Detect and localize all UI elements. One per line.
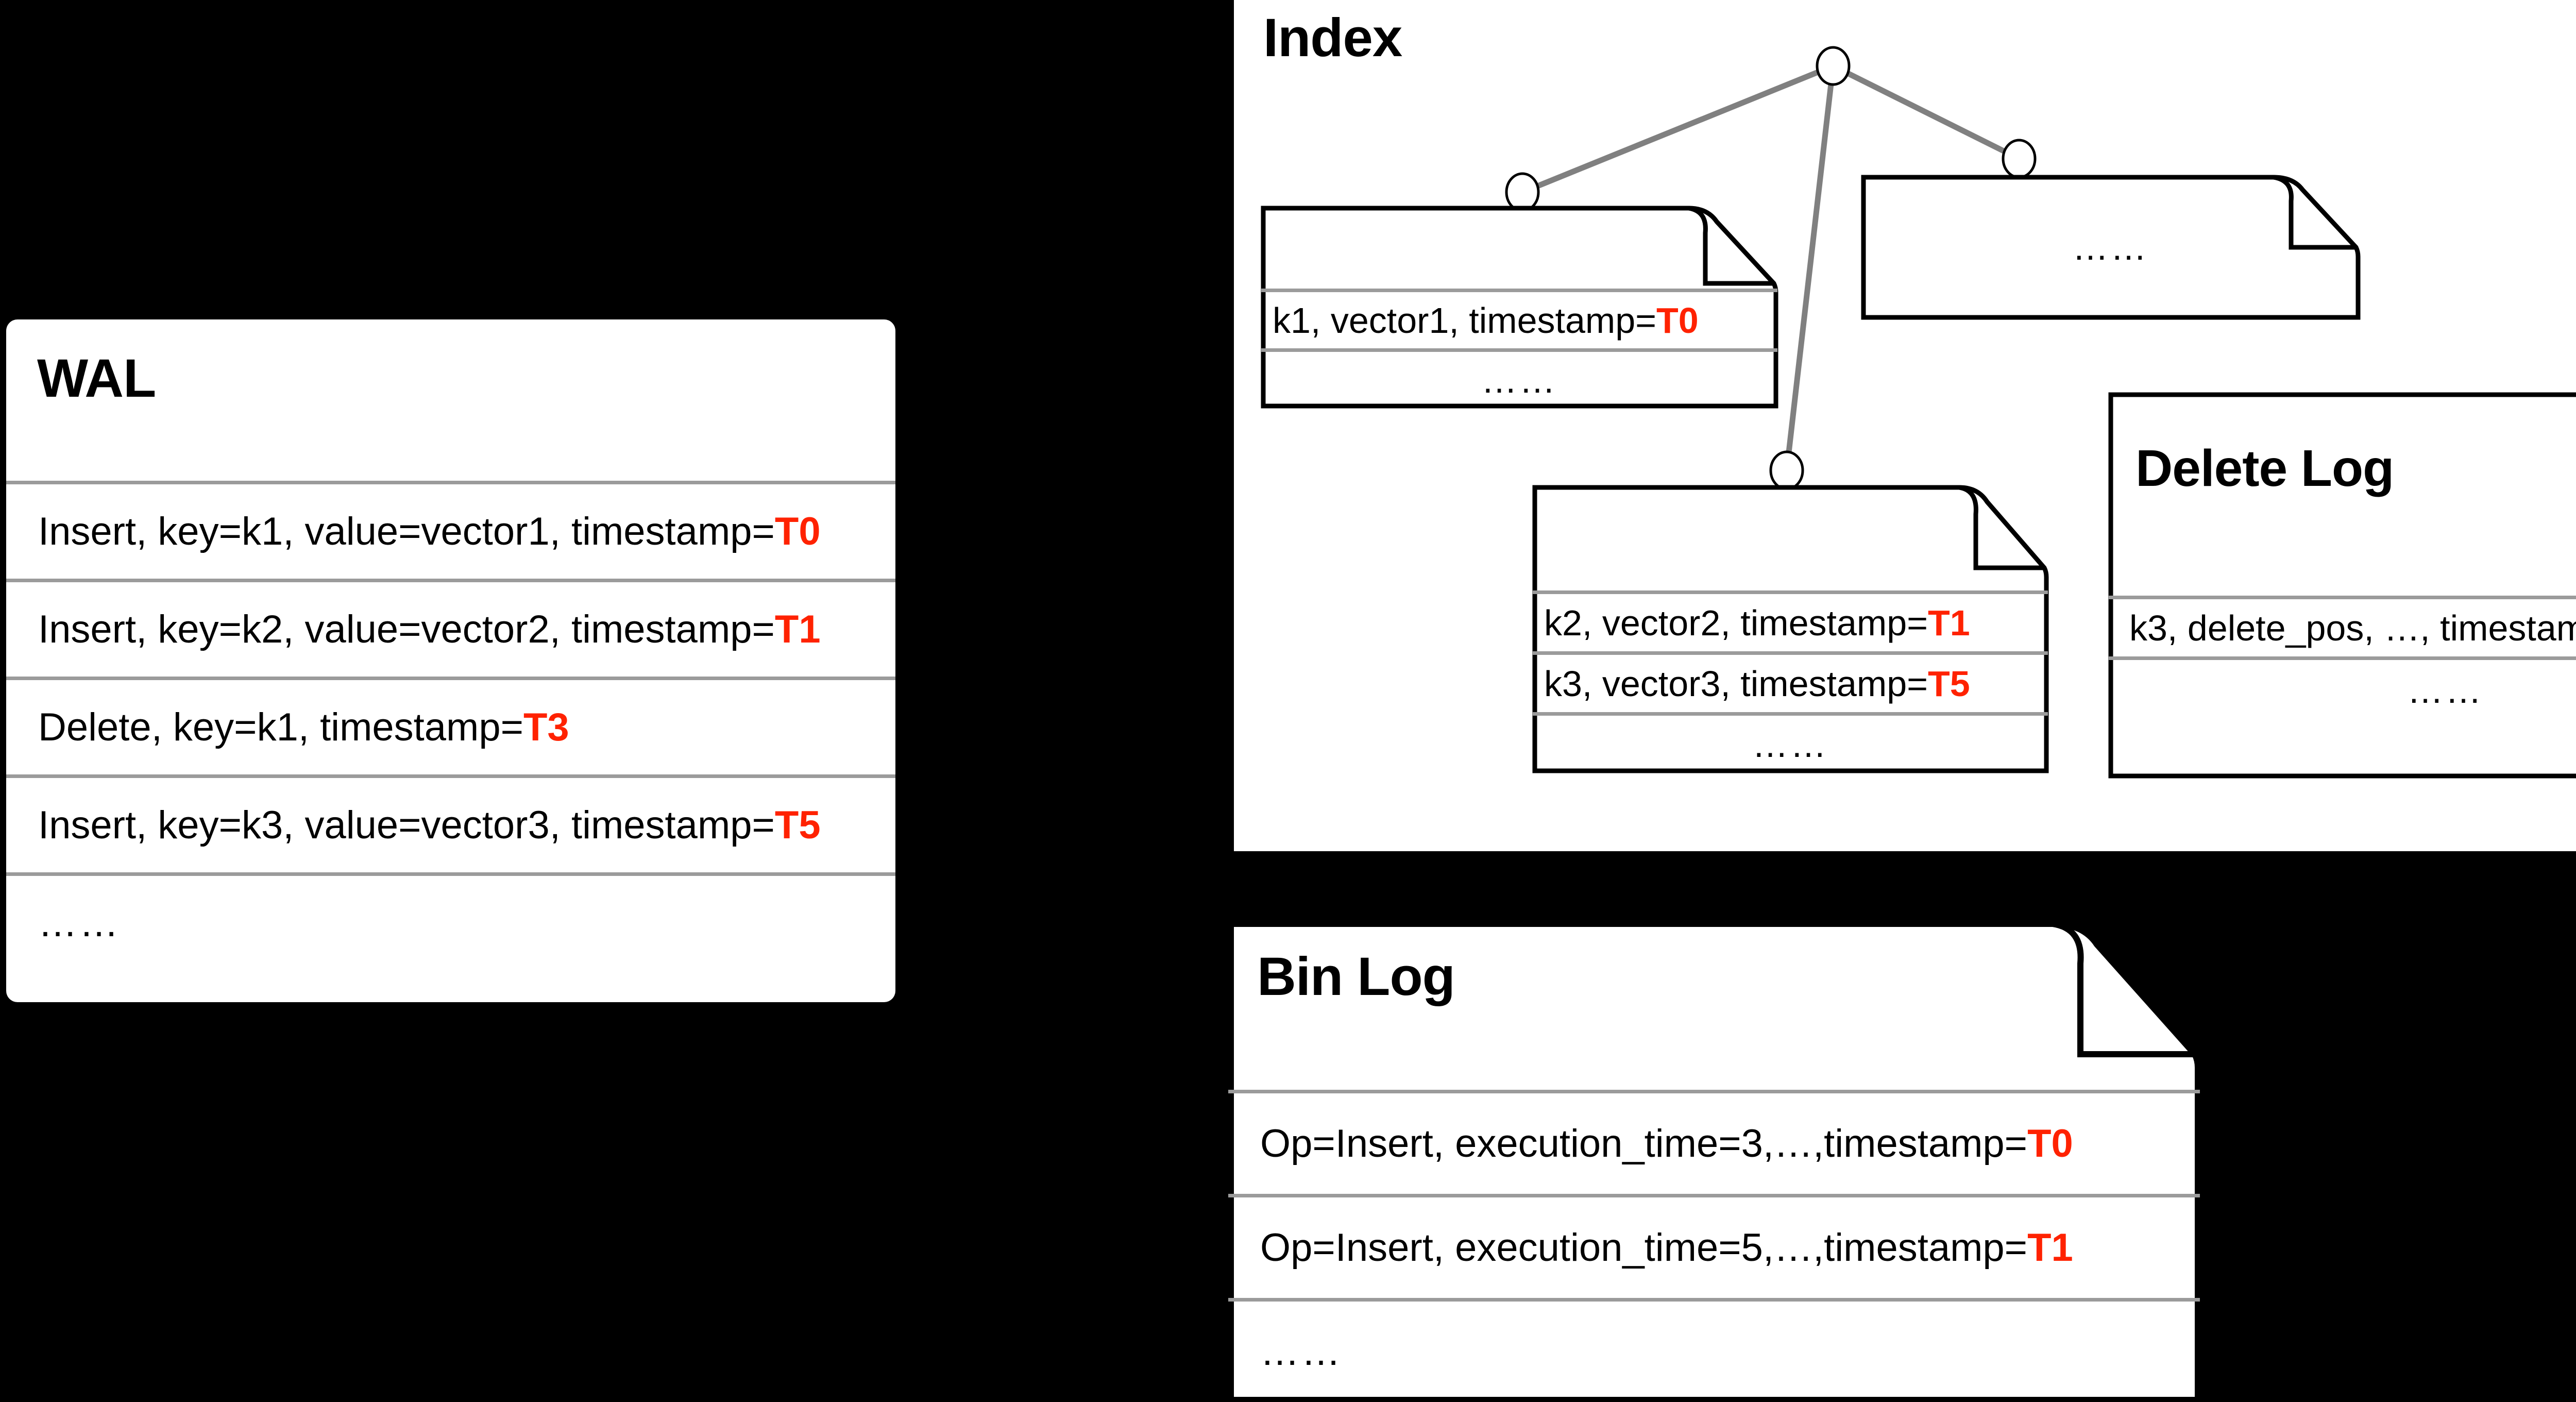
timestamp-value: T0 [2027,1122,2073,1165]
timestamp-value: T5 [774,803,821,847]
card-ellipsis: …… [2072,227,2149,267]
index-card-placeholder[interactable]: …… [1861,175,2361,320]
timestamp-value: T0 [774,510,821,553]
card-row-ellipsis: …… [2407,670,2484,711]
tree-edge-right [1832,63,2021,161]
wal-row-text: Delete, key=k1, timestamp=T3 [38,705,569,749]
index-card-k2-k3[interactable]: k2, vector2, timestamp=T1 k3, vector3, t… [1532,485,2049,773]
wal-row-text: Insert, key=k2, value=vector2, timestamp… [38,607,821,651]
delete-log-title: Delete Log [2136,440,2394,497]
card-row: k3, delete_pos, …, timestamp=T3 [2109,596,2576,656]
bin-log-row: …… [1228,1298,2200,1402]
card-row: k2, vector2, timestamp=T1 [1533,590,2048,651]
bin-log-row-text: Op=Insert, execution_time=5,…,timestamp=… [1260,1226,2073,1270]
index-card-k1[interactable]: k1, vector1, timestamp=T0 …… [1261,206,1778,409]
tree-node-root[interactable] [1816,46,1851,86]
tree-edge-middle [1784,65,1836,471]
bin-log-row: Op=Insert, execution_time=5,…,timestamp=… [1228,1194,2200,1298]
card-row-text: k2, vector2, timestamp=T1 [1544,602,1970,643]
index-title: Index [1263,8,1402,68]
wal-row: Insert, key=k3, value=vector3, timestamp… [6,774,895,872]
card-row-ellipsis: …… [1752,724,1828,765]
card-row: k3, vector3, timestamp=T5 [1533,651,2048,712]
card-row: k1, vector1, timestamp=T0 [1261,289,1777,348]
card-row-text: k3, vector3, timestamp=T5 [1544,663,1970,704]
timestamp-value: T0 [1656,300,1699,341]
timestamp-value: T1 [2027,1226,2073,1270]
tree-node-left-child[interactable] [1505,172,1540,212]
card-row: …… [1533,712,2048,773]
card-outline [1228,921,2201,1402]
bin-log-row-text: Op=Insert, execution_time=3,…,timestamp=… [1260,1122,2073,1165]
wal-title: WAL [37,348,156,409]
wal-row: Insert, key=k1, value=vector1, timestamp… [6,481,895,579]
card-outline [2108,392,2576,779]
card-row-text: k1, vector1, timestamp=T0 [1273,300,1699,341]
wal-row: Delete, key=k1, timestamp=T3 [6,677,895,774]
tree-node-right-child[interactable] [2002,139,2037,179]
wal-row-text: Insert, key=k3, value=vector3, timestamp… [38,803,821,847]
timestamp-value: T3 [523,705,569,749]
wal-row: …… [6,872,895,970]
bin-log-row-ellipsis: …… [1260,1330,1343,1374]
card-row: …… [1261,348,1777,408]
card-row-ellipsis: …… [1481,360,1557,400]
card-outline [1861,175,2361,320]
bin-log-row: Op=Insert, execution_time=3,…,timestamp=… [1228,1090,2200,1194]
card-outline [1532,485,2049,773]
wal-panel: WAL Insert, key=k1, value=vector1, times… [6,319,895,1002]
wal-row: Insert, key=k2, value=vector2, timestamp… [6,579,895,677]
tree-edge-left [1521,63,1835,195]
tree-node-bottom-child[interactable] [1769,450,1804,491]
timestamp-value: T5 [1928,663,1970,704]
card-outline [1261,206,1778,409]
card-row: …… [2109,656,2576,778]
wal-row-ellipsis: …… [38,901,121,945]
delete-log-card[interactable]: Delete Log k3, delete_pos, …, timestamp=… [2108,392,2576,779]
timestamp-value: T1 [1928,602,1970,643]
wal-row-text: Insert, key=k1, value=vector1, timestamp… [38,510,821,553]
timestamp-value: T1 [774,607,821,651]
bin-log-title: Bin Log [1257,947,1455,1007]
index-panel: Index k1, vector1, times [1234,0,2576,851]
card-row-text: k3, delete_pos, …, timestamp=T3 [2129,607,2576,648]
bin-log-card[interactable]: Bin Log Op=Insert, execution_time=3,…,ti… [1228,921,2201,1402]
